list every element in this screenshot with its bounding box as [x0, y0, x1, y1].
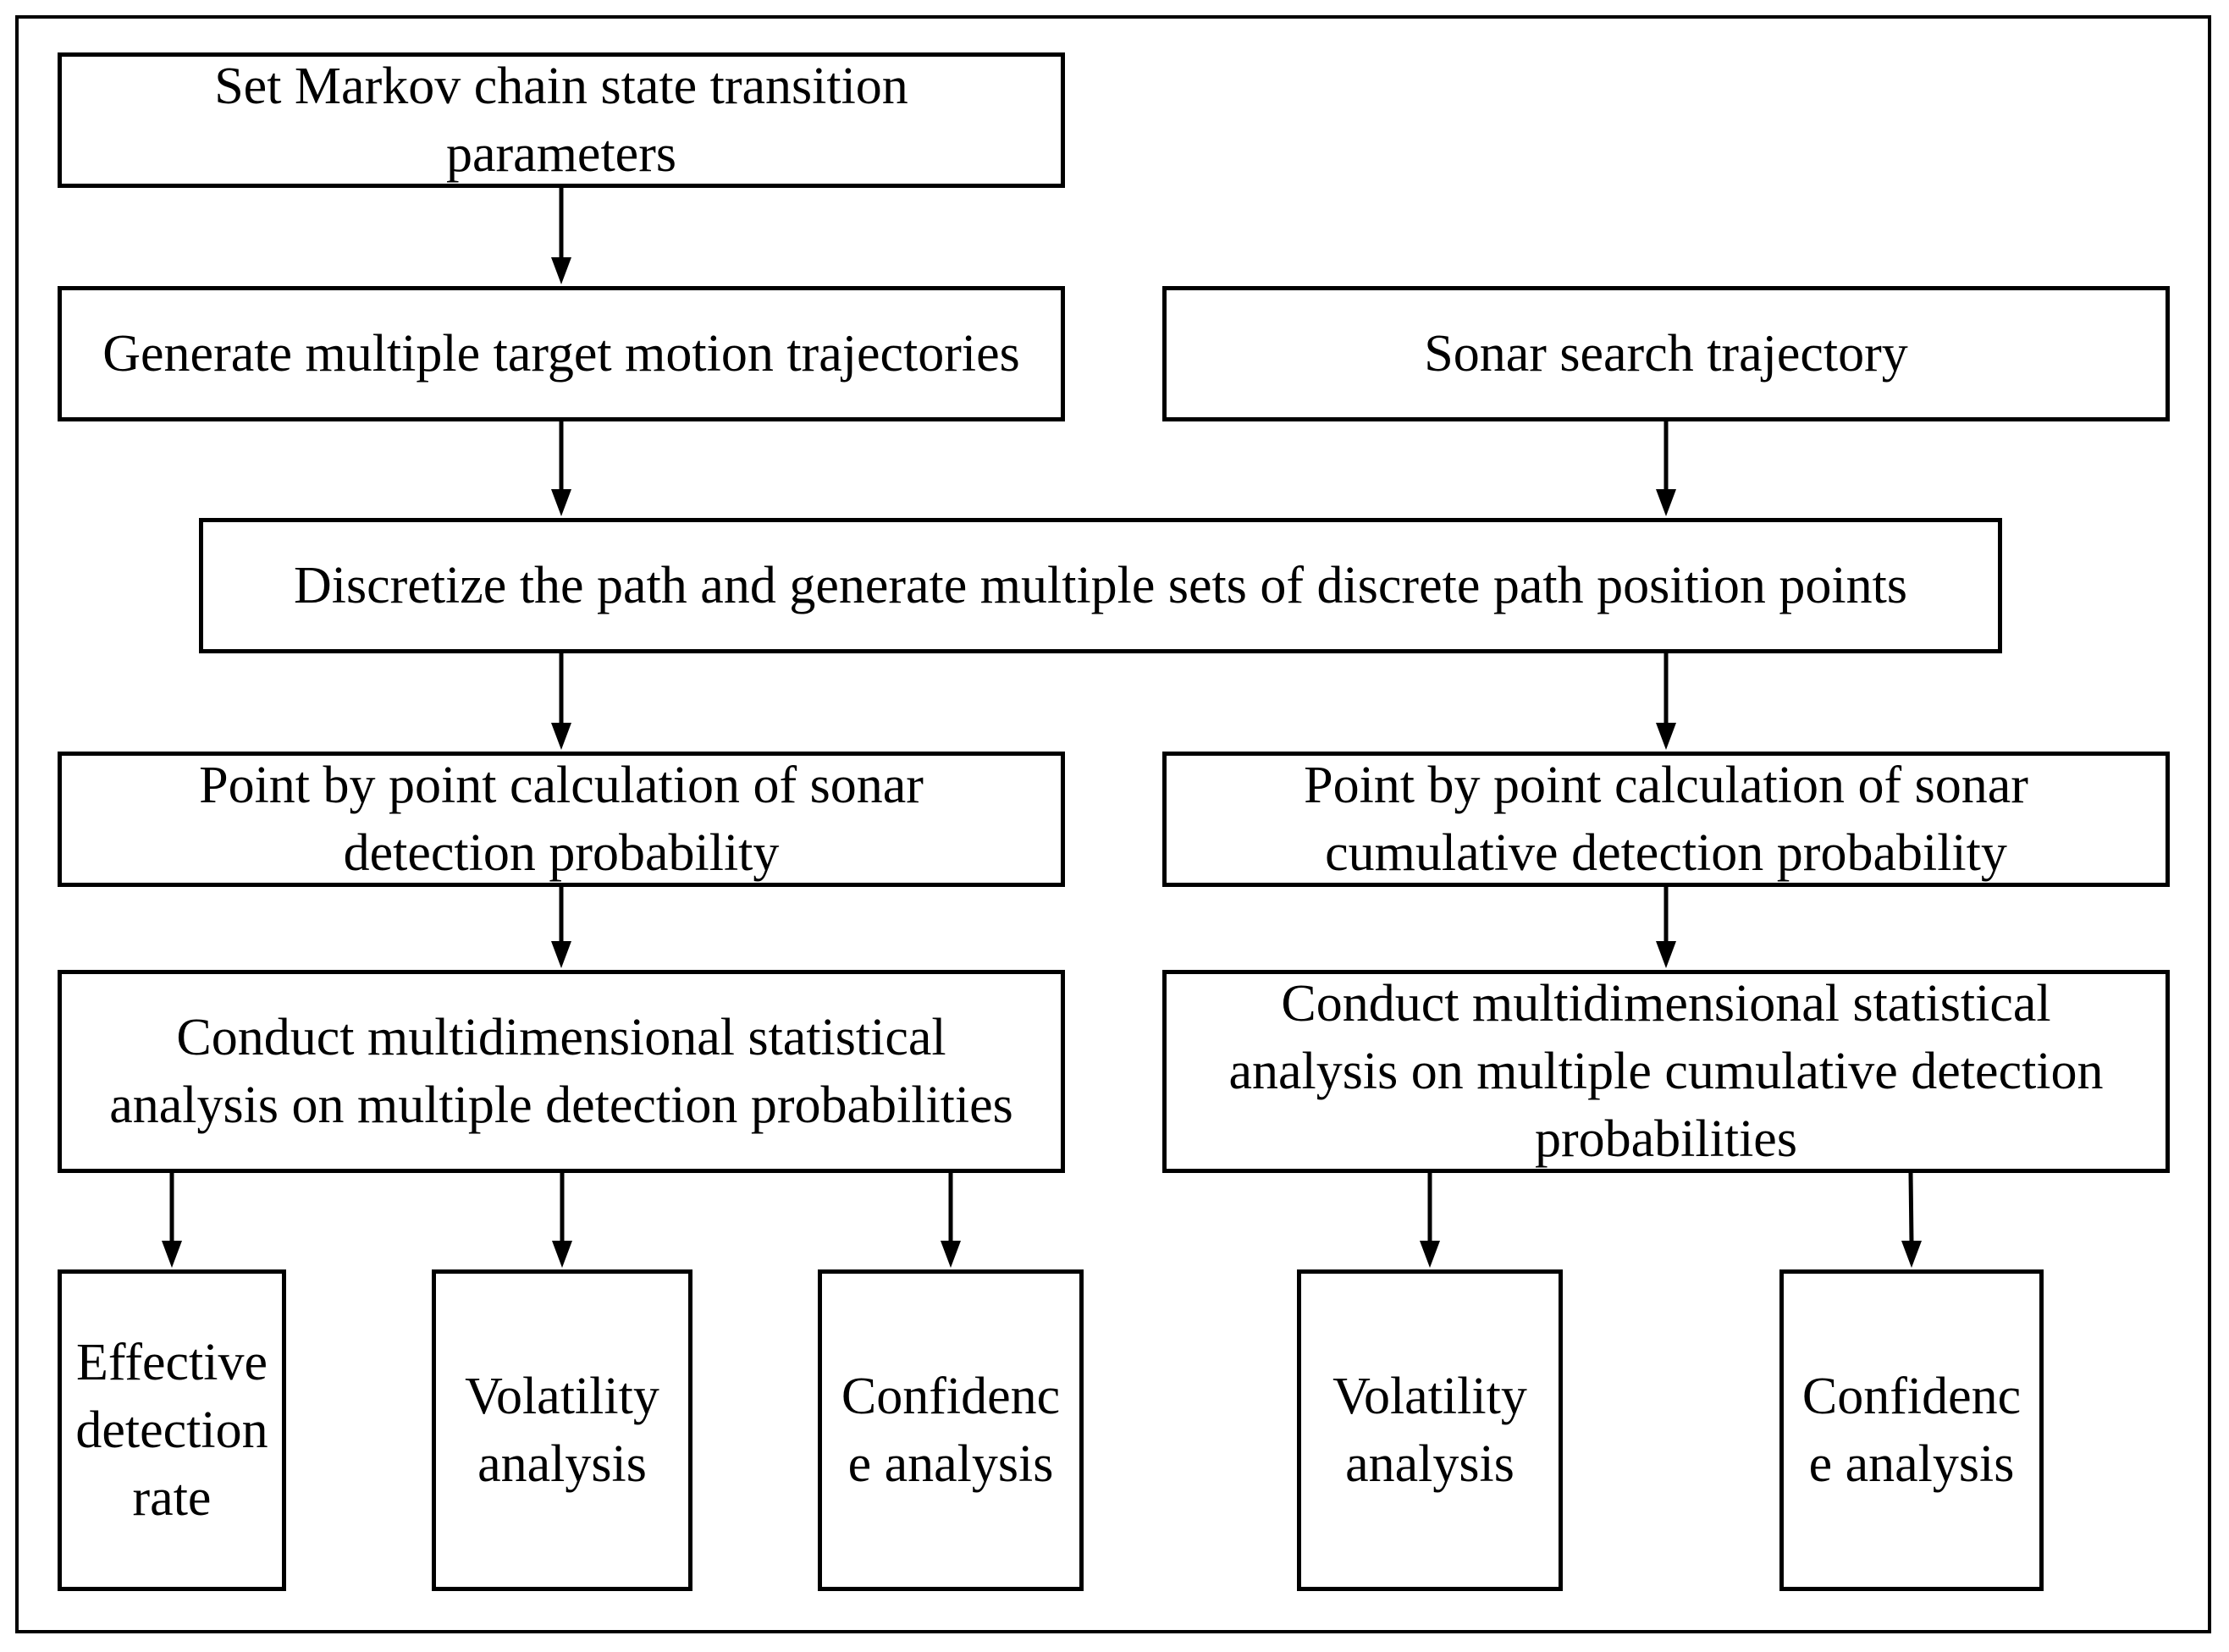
node-sonar-trajectory-label: Sonar search trajectory [1424, 325, 1908, 383]
node-confidence-right: Confidenc e analysis [1779, 1269, 2044, 1591]
node-stats-detection: Conduct multidimensional statistical ana… [58, 970, 1065, 1173]
node-volatility-left: Volatility analysis [432, 1269, 692, 1591]
node-effective-rate: Effective detection rate [58, 1269, 286, 1591]
node-discretize-path-label: Discretize the path and generate multipl… [294, 557, 1907, 614]
node-discretize-path: Discretize the path and generate multipl… [199, 518, 2002, 653]
node-detection-probability-label: Point by point calculation of sonar dete… [199, 757, 924, 882]
node-detection-probability: Point by point calculation of sonar dete… [58, 752, 1065, 887]
node-target-trajectories-label: Generate multiple target motion trajecto… [102, 325, 1020, 383]
node-volatility-right: Volatility analysis [1297, 1269, 1563, 1591]
node-target-trajectories: Generate multiple target motion trajecto… [58, 286, 1065, 421]
node-stats-cumulative: Conduct multidimensional statistical ana… [1162, 970, 2170, 1173]
node-confidence-right-label: Confidenc e analysis [1801, 1368, 2022, 1493]
node-markov-params: Set Markov chain state transition parame… [58, 52, 1065, 188]
node-stats-detection-label: Conduct multidimensional statistical ana… [109, 1009, 1013, 1134]
node-volatility-right-label: Volatility analysis [1332, 1368, 1527, 1493]
node-cumulative-probability: Point by point calculation of sonar cumu… [1162, 752, 2170, 887]
node-confidence-left-label: Confidenc e analysis [841, 1368, 1061, 1493]
node-cumulative-probability-label: Point by point calculation of sonar cumu… [1304, 757, 2028, 882]
diagram-frame [15, 15, 2211, 1633]
node-sonar-trajectory: Sonar search trajectory [1162, 286, 2170, 421]
node-confidence-left: Confidenc e analysis [818, 1269, 1084, 1591]
node-effective-rate-label: Effective detection rate [75, 1334, 268, 1527]
node-markov-params-label: Set Markov chain state transition parame… [214, 58, 908, 183]
node-stats-cumulative-label: Conduct multidimensional statistical ana… [1228, 975, 2104, 1168]
node-volatility-left-label: Volatility analysis [465, 1368, 659, 1493]
